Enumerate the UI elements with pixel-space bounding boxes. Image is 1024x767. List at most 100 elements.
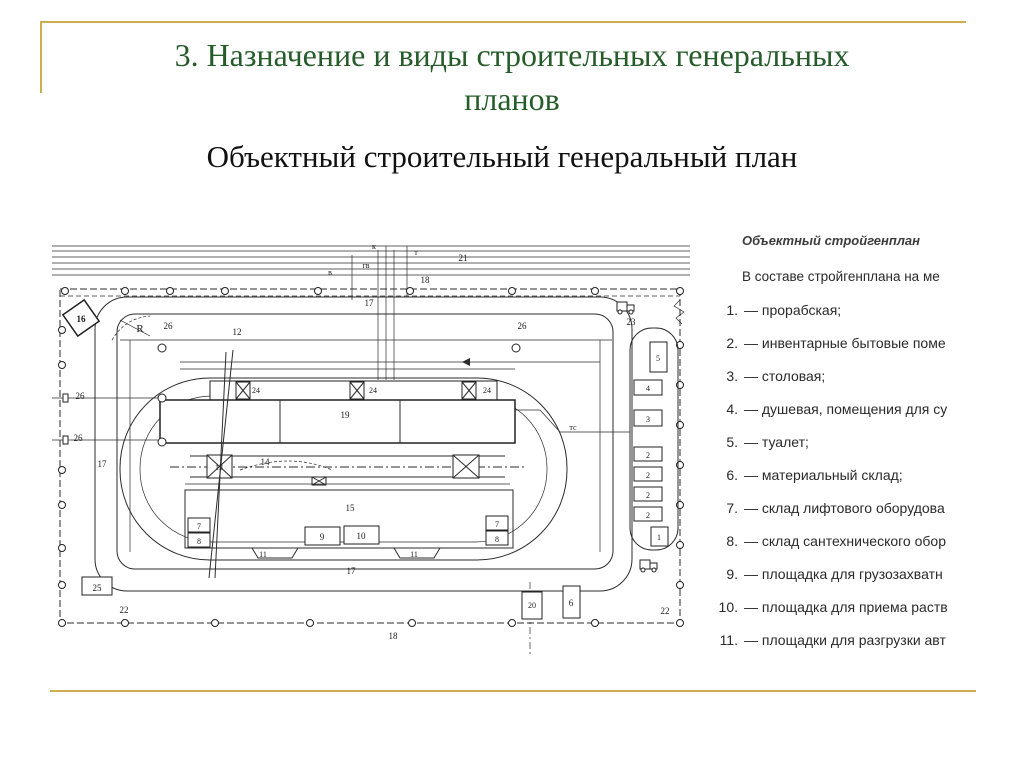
truck-icon — [639, 559, 658, 573]
lamp-icon — [121, 287, 129, 295]
plan-label: 24 — [483, 386, 491, 395]
legend-item-text: — склад сантехнического обор — [744, 533, 946, 549]
left-accent-line — [40, 21, 42, 93]
plan-label: 16 — [77, 314, 87, 324]
legend-item: 9.— площадка для грузозахватн — [700, 564, 942, 584]
top-accent-line — [40, 21, 966, 23]
legend-item-number: 9. — [726, 566, 738, 582]
lamp-icon — [61, 287, 69, 295]
plan-label: в — [328, 268, 332, 277]
legend-item-text: — площадки для разгрузки авт — [744, 632, 946, 648]
plan-label: к — [372, 242, 376, 251]
legend-item: 8. — склад сантехнического обор — [700, 531, 946, 551]
plan-label: гв — [362, 261, 369, 270]
plan-label: 23 — [627, 317, 637, 327]
legend-item-number: 4. — [726, 401, 738, 417]
plan-label: т — [414, 248, 418, 257]
lamp-icon — [591, 287, 599, 295]
plan-label: 14 — [261, 457, 271, 467]
plan-label: 15 — [346, 503, 356, 513]
plan-label: 7 — [197, 522, 201, 531]
plan-label: 26 — [76, 391, 86, 401]
plan-label: 13 — [215, 463, 223, 472]
lamp-icon — [58, 361, 66, 369]
lamp-icon — [676, 619, 684, 627]
amenity-bay — [629, 327, 679, 551]
plan-label: 2 — [646, 471, 650, 480]
legend-item-number: 2. — [726, 335, 738, 351]
object-25 — [81, 576, 113, 596]
plan-label: 20 — [528, 601, 536, 610]
legend-item-number: 1. — [726, 302, 738, 318]
lamp-icon — [508, 287, 516, 295]
lamp-icon — [221, 287, 229, 295]
legend-item: 6.— материальный склад; — [700, 465, 902, 485]
plan-label: 8 — [495, 535, 499, 544]
plan-label: 26 — [518, 321, 528, 331]
plan-label: 3 — [646, 415, 650, 424]
slide-subtitle: Объектный строительный генеральный план — [206, 139, 798, 174]
legend-item-number: 6. — [726, 467, 738, 483]
legend-item-text: — туалет; — [744, 434, 809, 450]
slide-title: 3. Назначение и виды строительных генера… — [0, 33, 1024, 121]
plan-labels: 21 к т гв в 18 17 16 R 12 26 26 26 26 24… — [74, 242, 670, 641]
legend-item: 4. — душевая, помещения для су — [700, 399, 947, 419]
fence-gate — [673, 299, 685, 325]
plan-label: 8 — [197, 537, 201, 546]
plan-label: 2 — [646, 451, 650, 460]
plan-label: 2 — [646, 511, 650, 520]
lamp-icon — [314, 287, 322, 295]
plan-label: 25 — [93, 583, 103, 593]
building-19 — [159, 399, 516, 444]
legend-item: 3. — столовая; — [700, 366, 825, 386]
lamp-icon — [58, 581, 66, 589]
plan-label: 11 — [410, 550, 418, 559]
bottom-accent-line — [50, 690, 976, 692]
truck-icon — [616, 301, 635, 315]
lamp-icon — [591, 619, 599, 627]
legend-item-number: 5. — [726, 434, 738, 450]
slide-title-line-2: планов — [464, 81, 560, 117]
legend-item-text: — склад лифтового оборудова — [744, 500, 945, 516]
plan-label: 4 — [646, 384, 650, 393]
legend-item-text: — столовая; — [744, 368, 826, 384]
plan-label: 1 — [657, 533, 661, 542]
lamp-icon — [58, 466, 66, 474]
legend-item: 1.— прорабская; — [700, 300, 841, 320]
plan-legend: Объектный стройгенплан В составе стройге… — [700, 228, 970, 658]
lamp-icon — [406, 287, 414, 295]
plan-label: 22 — [120, 605, 129, 615]
legend-item: 10.— площадка для приема раств — [700, 597, 948, 617]
lamp-icon — [58, 544, 66, 552]
legend-item-number: 11. — [719, 632, 738, 648]
legend-item-text: — инвентарные бытовые поме — [744, 335, 946, 351]
plan-label: R — [136, 323, 144, 335]
unit-24-boxes — [235, 381, 477, 400]
site-area-15 — [184, 483, 514, 559]
crane-track-outer — [119, 377, 568, 561]
lighting-masts — [157, 343, 521, 447]
plan-label: 26 — [74, 433, 84, 443]
legend-item: 2. — инвентарные бытовые поме — [700, 333, 946, 353]
legend-item: 11. — площадки для разгрузки авт — [700, 630, 946, 650]
amenity-buildings — [633, 341, 669, 547]
plan-label: 26 — [164, 321, 174, 331]
legend-item-text: — душевая, помещения для су — [744, 401, 948, 417]
lamp-icon — [676, 541, 684, 549]
top-utility-lines — [52, 245, 690, 380]
slide-title-line-1: 3. Назначение и виды строительных генера… — [174, 37, 850, 73]
site-plan-drawing: 21 к т гв в 18 17 16 R 12 26 26 26 26 24… — [52, 242, 690, 655]
legend-item-text: — площадка для приема раств — [744, 599, 948, 615]
lamp-icon — [166, 287, 174, 295]
plan-label: 9 — [320, 532, 325, 542]
plan-label: 24 — [252, 386, 260, 395]
legend-item-number: 8. — [726, 533, 738, 549]
lamp-icon — [58, 501, 66, 509]
lamp-icon — [58, 326, 66, 334]
warehouse-6 — [562, 585, 581, 619]
legend-intro: В составе стройгенплана на ме — [742, 269, 940, 284]
fence-lamps — [58, 287, 684, 627]
plan-label: 17 — [365, 298, 375, 308]
legend-item-number: 3. — [726, 368, 738, 384]
lamp-icon — [121, 619, 129, 627]
